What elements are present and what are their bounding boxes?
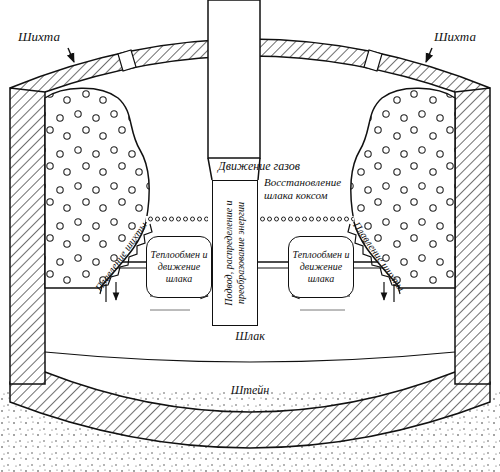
- charge-inlet: [364, 50, 382, 71]
- electrode: [208, 0, 260, 158]
- coke-layer: [260, 216, 354, 222]
- electrode-zone: Подвод, распределение и преобразование э…: [212, 180, 258, 326]
- charge-heap-body: [45, 88, 149, 288]
- matte-label: Штейн: [210, 384, 290, 397]
- coke-layer: [146, 216, 208, 222]
- charge-arrow: [426, 48, 432, 62]
- process-box: Теплообмен и движение шлака: [146, 236, 212, 298]
- node-text: Теплообмен и движение шлака: [291, 249, 351, 285]
- charge-arrow: [68, 48, 74, 62]
- node-text: Подвод, распределение и преобразование э…: [223, 183, 247, 323]
- left-wall: [10, 88, 45, 384]
- right-wall: [455, 88, 490, 384]
- gas-flow-label: Движение газов: [174, 160, 344, 173]
- charge-inlet: [118, 50, 136, 71]
- node-text: Теплообмен и движение шлака: [149, 249, 209, 285]
- matte-boundary: [45, 352, 455, 362]
- reduction-label: Восстановление шлака коксом: [264, 176, 356, 202]
- charge-heap: [45, 88, 208, 302]
- charge-label: Шихта: [434, 30, 490, 43]
- charge-label: Шихта: [18, 30, 70, 43]
- process-box: Теплообмен и движение шлака: [288, 236, 354, 298]
- rotated-text-holder: Подвод, распределение и преобразование э…: [214, 183, 256, 323]
- hearth-lining: [10, 372, 490, 448]
- slag-label: Шлак: [215, 330, 285, 343]
